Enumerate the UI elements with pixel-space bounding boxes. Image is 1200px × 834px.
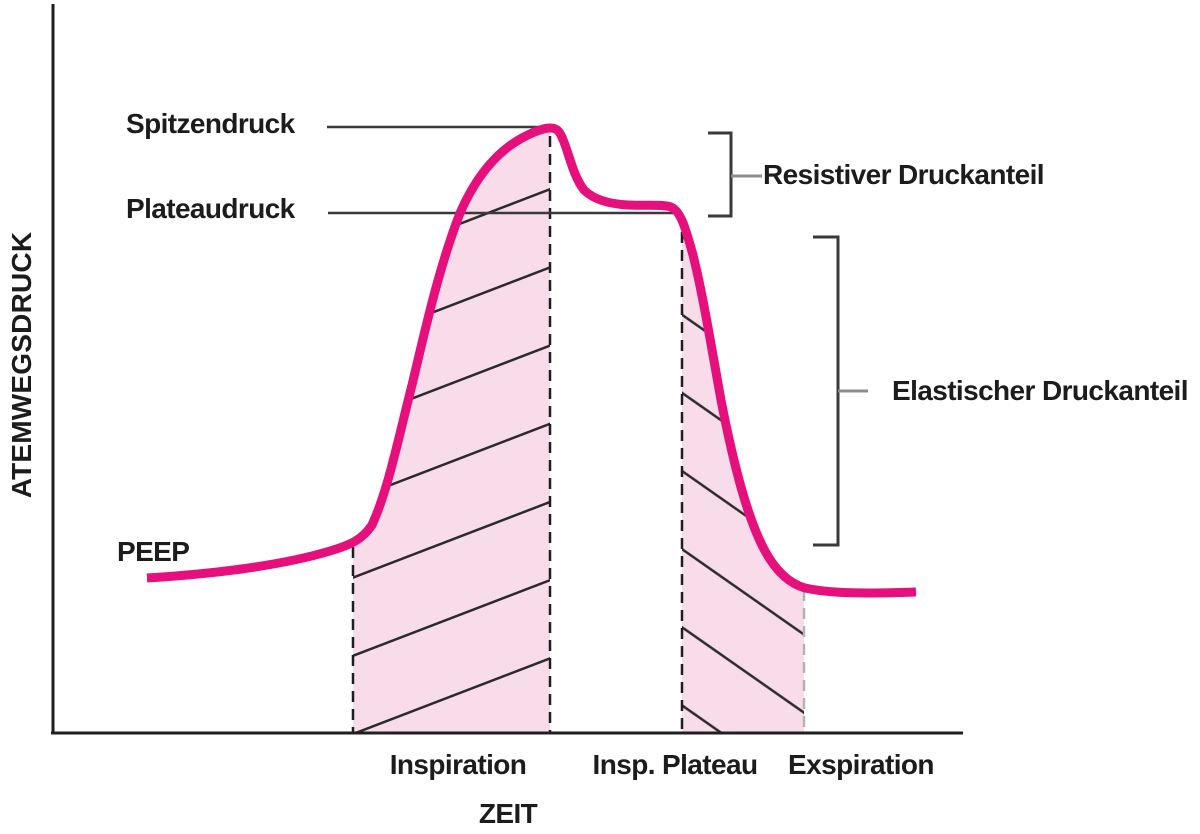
exspiration-hatch	[682, 216, 804, 733]
pressure-curve	[146, 123, 917, 598]
phase-label-exspiration: Exspiration	[788, 749, 934, 780]
y-axis-label: ATEMWEGSDRUCK	[6, 231, 37, 499]
resistive-bracket	[708, 131, 733, 218]
elastic-label: Elastischer Druckanteil	[892, 375, 1189, 406]
plateaudruck-label: Plateaudruck	[126, 193, 295, 224]
phase-label-insp-plateau: Insp. Plateau	[592, 749, 759, 780]
x-axis-label: ZEIT	[478, 798, 538, 829]
spitzendruck-label: Spitzendruck	[126, 108, 295, 139]
phase-label-inspiration: Inspiration	[389, 749, 527, 780]
elastic-bracket	[813, 235, 840, 547]
peep-label: PEEP	[117, 536, 190, 567]
resistive-label: Resistiver Druckanteil	[763, 159, 1045, 190]
